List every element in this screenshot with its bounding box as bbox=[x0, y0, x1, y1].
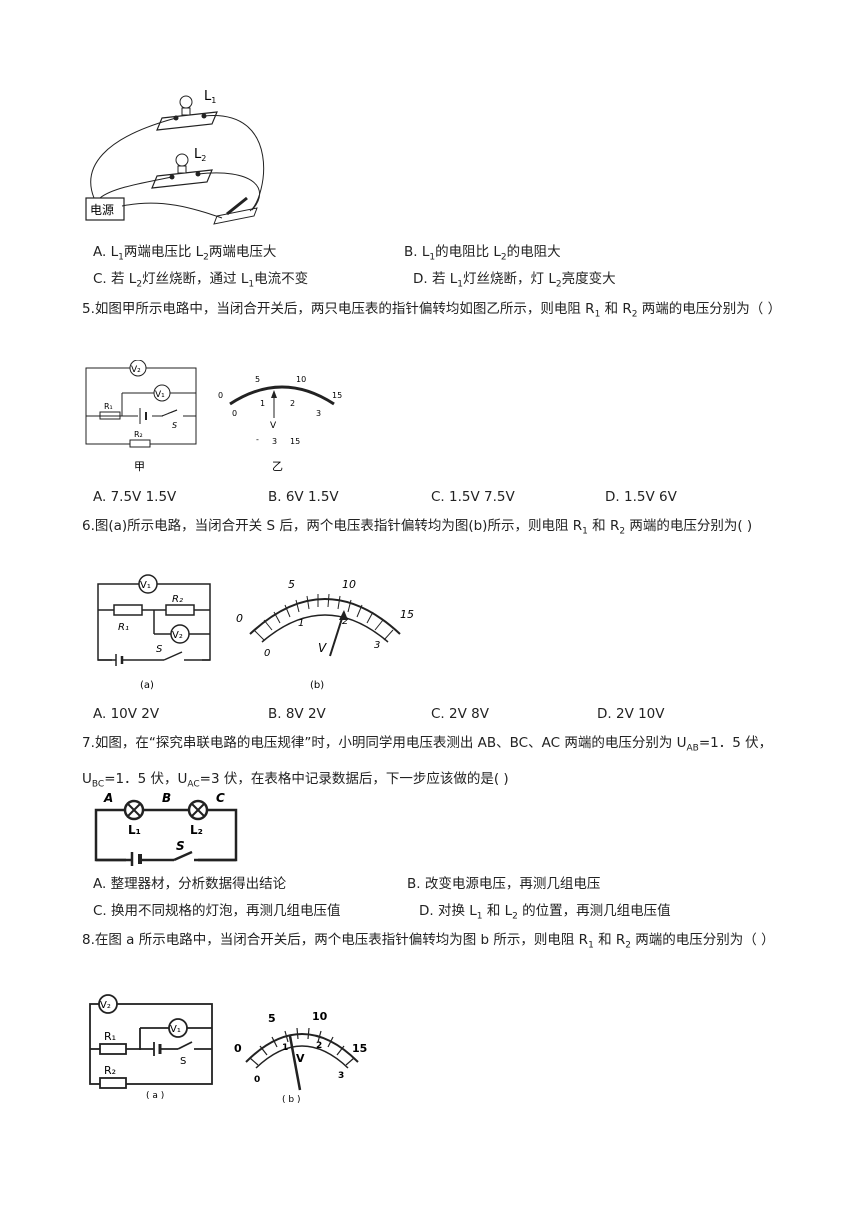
q8-scale-bottom-1: 1 bbox=[282, 1043, 288, 1053]
q7-point-a: A bbox=[103, 791, 113, 805]
q5-scale-bottom-0: 0 bbox=[232, 409, 237, 418]
q8-v2-label: V₂ bbox=[100, 1000, 111, 1011]
q7-circuit-figure: A B C L₁ L₂ S bbox=[94, 791, 238, 866]
q5-stem: 5.如图甲所示电路中，当闭合开关后，两只电压表的指针偏转均如图乙所示，则电阻 R… bbox=[82, 301, 782, 320]
q6-scale-bottom-1: 1 bbox=[298, 618, 304, 629]
q6-option-b[interactable]: B. 8V 2V bbox=[268, 706, 326, 722]
q8-needle bbox=[288, 1035, 302, 1091]
q5-option-d[interactable]: D. 1.5V 6V bbox=[605, 489, 677, 505]
q5-caption-a: 甲 bbox=[134, 460, 145, 473]
q6-caption-b: (b) bbox=[310, 680, 324, 691]
q4-option-b[interactable]: B. L1的电阻比 L2的电阻大 bbox=[404, 244, 561, 263]
q4-label-source: 电源 bbox=[90, 203, 114, 217]
q6-r1-label: R₁ bbox=[118, 622, 129, 633]
q5-scale-top-2: 10 bbox=[296, 375, 306, 384]
q4-option-a[interactable]: A. L1两端电压比 L2两端电压大 bbox=[93, 244, 277, 263]
q8-scale-top-1: 5 bbox=[268, 1012, 276, 1025]
q6-v1-label: V₁ bbox=[140, 580, 151, 591]
q8-scale-top-3: 15 bbox=[352, 1042, 367, 1055]
q5-option-b[interactable]: B. 6V 1.5V bbox=[268, 489, 339, 505]
q5-r2-label: R₂ bbox=[134, 430, 143, 439]
q8-stem: 8.在图 a 所示电路中，当闭合开关后，两个电压表指针偏转均为图 b 所示，则电… bbox=[82, 932, 775, 951]
q8-scale-top-0: 0 bbox=[234, 1042, 242, 1055]
q6-voltmeter-figure: 0 5 10 15 0 1 2 3 V (b) bbox=[236, 578, 414, 691]
q5-option-c[interactable]: C. 1.5V 7.5V bbox=[431, 489, 515, 505]
q6-scale-top-3: 15 bbox=[400, 608, 414, 621]
q8-scale-top-2: 10 bbox=[312, 1010, 328, 1023]
q5-v-label: V bbox=[270, 421, 277, 431]
q8-r2-label: R₂ bbox=[104, 1064, 116, 1077]
q8-scale-bottom-3: 3 bbox=[338, 1071, 344, 1081]
q5-option-a[interactable]: A. 7.5V 1.5V bbox=[93, 489, 177, 505]
q5-terminal-2: 15 bbox=[290, 437, 300, 446]
q5-r1-label: R₁ bbox=[104, 402, 113, 411]
q4-option-d[interactable]: D. 若 L1灯丝烧断，灯 L2亮度变大 bbox=[413, 271, 616, 290]
q8-scale-bottom-2: 2 bbox=[316, 1041, 322, 1051]
q5-terminal-0: - bbox=[256, 435, 259, 444]
q5-switch-label: S bbox=[172, 421, 177, 430]
q5-scale-bottom-2: 2 bbox=[290, 399, 295, 408]
q6-option-d[interactable]: D. 2V 10V bbox=[597, 706, 665, 722]
q5-v1-label: V₁ bbox=[155, 390, 165, 400]
q8-v-label: V bbox=[296, 1052, 305, 1065]
q6-v-label: V bbox=[318, 641, 327, 655]
q7-option-a[interactable]: A. 整理器材，分析数据得出结论 bbox=[93, 876, 287, 892]
q5-scale-top-3: 15 bbox=[332, 391, 342, 400]
q4-circuit-figure: L1 L2 电源 bbox=[85, 89, 265, 225]
q5-scale-top-0: 0 bbox=[218, 391, 223, 400]
q7-option-d[interactable]: D. 对换 L1 和 L2 的位置，再测几组电压值 bbox=[419, 903, 671, 922]
q8-voltmeter-figure: 0 5 10 15 0 1 2 3 V ( b ) bbox=[234, 1010, 367, 1105]
q6-option-c[interactable]: C. 2V 8V bbox=[431, 706, 489, 722]
q7-option-c[interactable]: C. 换用不同规格的灯泡，再测几组电压值 bbox=[93, 903, 341, 919]
q8-scale-bottom-0: 0 bbox=[254, 1075, 260, 1085]
q7-point-c: C bbox=[216, 791, 225, 805]
q6-switch-label: S bbox=[156, 644, 163, 655]
q8-caption-b: ( b ) bbox=[282, 1095, 300, 1105]
q5-voltmeter-figure: 0 5 10 15 0 1 2 3 V - 3 15 乙 bbox=[218, 375, 342, 473]
q6-scale-bottom-2: 2 bbox=[342, 616, 348, 627]
q8-caption-a: ( a ) bbox=[146, 1091, 164, 1101]
q5-caption-b: 乙 bbox=[272, 460, 283, 473]
q5-scale-bottom-1: 1 bbox=[260, 399, 265, 408]
q6-caption-a: (a) bbox=[140, 680, 154, 691]
q5-scale-bottom-3: 3 bbox=[316, 409, 321, 418]
q7-point-b: B bbox=[162, 791, 171, 805]
q7-stem: 7.如图，在“探究串联电路的电压规律”时，小明同学用电压表测出 AB、BC、AC… bbox=[82, 735, 773, 790]
q6-r2-label: R₂ bbox=[172, 594, 183, 605]
q6-scale-top-0: 0 bbox=[236, 612, 243, 625]
q7-l2-label: L₂ bbox=[190, 823, 203, 837]
q4-label-l1: L1 bbox=[204, 89, 216, 105]
q6-stem: 6.图(a)所示电路，当闭合开关 S 后，两个电压表指针偏转均为图(b)所示，则… bbox=[82, 518, 753, 537]
q6-v2-label: V₂ bbox=[172, 630, 183, 641]
q8-circuit-figure: V₂ V₁ R₁ S R₂ ( a ) bbox=[89, 994, 213, 1101]
q7-l1-label: L₁ bbox=[128, 823, 141, 837]
q5-circuit-figure: V₂ V₁ R₁ S R₂ 甲 bbox=[85, 360, 197, 473]
q6-circuit-figure: V₁ R₁ R₂ V₂ S (a) bbox=[97, 574, 211, 691]
q6-option-a[interactable]: A. 10V 2V bbox=[93, 706, 160, 722]
q6-scale-top-1: 5 bbox=[288, 578, 295, 591]
q8-v1-label: V₁ bbox=[170, 1024, 181, 1035]
q6-scale-top-2: 10 bbox=[342, 578, 356, 591]
q6-scale-bottom-3: 3 bbox=[374, 640, 380, 651]
q6-scale-bottom-0: 0 bbox=[264, 648, 270, 659]
q8-r1-label: R₁ bbox=[104, 1030, 116, 1043]
q4-option-c[interactable]: C. 若 L2灯丝烧断，通过 L1电流不变 bbox=[93, 271, 309, 290]
q4-label-l2: L2 bbox=[194, 147, 206, 163]
q5-v2-label: V₂ bbox=[131, 365, 141, 375]
q8-switch-label: S bbox=[180, 1056, 186, 1067]
q5-terminal-1: 3 bbox=[272, 437, 277, 446]
q7-switch-label: S bbox=[176, 839, 185, 853]
q5-scale-top-1: 5 bbox=[255, 375, 260, 384]
q7-option-b[interactable]: B. 改变电源电压，再测几组电压 bbox=[407, 876, 601, 892]
